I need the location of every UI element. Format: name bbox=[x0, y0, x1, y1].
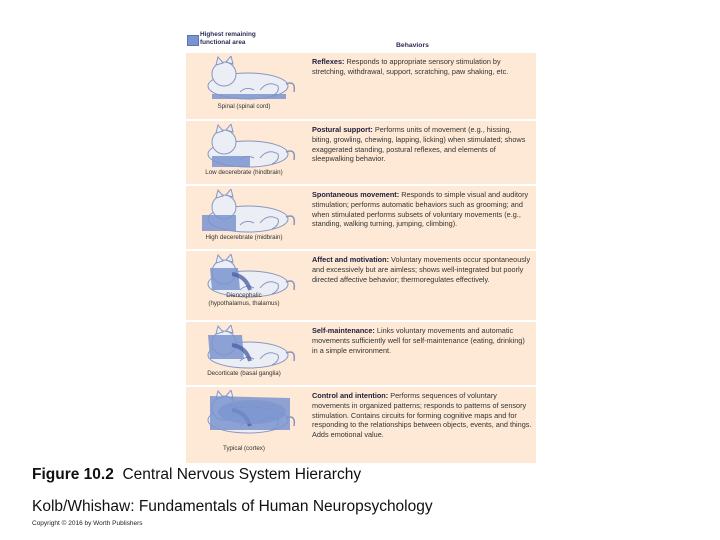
behavior-title: Spontaneous movement: bbox=[312, 190, 400, 199]
cat-illustration: Typical (cortex) bbox=[186, 387, 303, 463]
row-divider bbox=[186, 249, 536, 251]
highlighted-area bbox=[208, 335, 244, 359]
row-divider bbox=[186, 385, 536, 387]
figure-title: Central Nervous System Hierarchy bbox=[122, 466, 362, 483]
behavior-description: Reflexes: Responds to appropriate sensor… bbox=[312, 57, 532, 77]
legend-label-line1: Highest remaining bbox=[200, 31, 256, 38]
behavior-text: Voluntary movements occur spontaneously … bbox=[312, 255, 531, 284]
hierarchy-row: Typical (cortex) Control and intention: P… bbox=[186, 387, 536, 463]
cat-illustration: Low decerebrate (hindbrain) bbox=[186, 121, 303, 184]
behavior-title: Control and intention: bbox=[312, 391, 389, 400]
level-label: Spinal (spinal cord) bbox=[217, 103, 271, 110]
hierarchy-row: High decerebrate (midbrain) Spontaneous m… bbox=[186, 186, 536, 249]
hierarchy-panel: Spinal (spinal cord) Reflexes: Responds t… bbox=[186, 53, 536, 463]
behavior-description: Self-maintenance: Links voluntary moveme… bbox=[312, 326, 532, 355]
hierarchy-row: Decorticate (basal ganglia) Self-maintena… bbox=[186, 322, 536, 385]
behavior-title: Affect and motivation: bbox=[312, 255, 390, 264]
level-label: Decorticate (basal ganglia) bbox=[207, 370, 281, 377]
cat-illustration: Diencephalic (hypothalamus, thalamus) bbox=[186, 251, 303, 320]
cat-drawing bbox=[207, 390, 296, 434]
cat-drawing bbox=[202, 189, 296, 233]
level-label: Typical (cortex) bbox=[223, 445, 265, 452]
figure: Highest remaining functional area Behavi… bbox=[186, 30, 536, 463]
behavior-description: Control and intention: Performs sequence… bbox=[312, 391, 532, 440]
behavior-title: Reflexes: bbox=[312, 57, 345, 66]
hierarchy-row: Diencephalic (hypothalamus, thalamus) Aff… bbox=[186, 251, 536, 320]
legend-swatch bbox=[187, 35, 199, 46]
cat-drawing bbox=[207, 254, 296, 298]
behavior-description: Affect and motivation: Voluntary movemen… bbox=[312, 255, 532, 284]
level-label: Low decerebrate (hindbrain) bbox=[205, 169, 283, 176]
cat-illustration: Spinal (spinal cord) bbox=[186, 53, 303, 119]
behavior-title: Postural support: bbox=[312, 125, 373, 134]
row-divider bbox=[186, 119, 536, 121]
cat-illustration: Decorticate (basal ganglia) bbox=[186, 322, 303, 385]
behavior-text: Responds to appropriate sensory stimulat… bbox=[312, 57, 509, 76]
cat-illustration: High decerebrate (midbrain) bbox=[186, 186, 303, 249]
legend-label: Highest remaining functional area bbox=[200, 31, 290, 47]
behavior-description: Spontaneous movement: Responds to simple… bbox=[312, 190, 532, 229]
highlighted-area bbox=[212, 156, 250, 167]
level-label: High decerebrate (midbrain) bbox=[205, 234, 283, 241]
cat-drawing bbox=[207, 124, 296, 168]
row-divider bbox=[186, 184, 536, 186]
source-line: Kolb/Whishaw: Fundamentals of Human Neur… bbox=[32, 498, 433, 515]
legend-label-line2: functional area bbox=[200, 39, 246, 46]
behavior-text: Responds to simple visual and auditory s… bbox=[312, 190, 529, 229]
figure-number: Figure 10.2 bbox=[32, 466, 114, 483]
copyright: Copyright © 2016 by Worth Publishers bbox=[32, 520, 143, 527]
highlighted-area bbox=[212, 94, 286, 99]
level-label: Diencephalic (hypothalamus, thalamus) bbox=[208, 292, 280, 307]
cat-drawing bbox=[207, 325, 296, 369]
behavior-text: Performs sequences of voluntary movement… bbox=[312, 391, 532, 440]
behavior-text: Performs units of movement (e.g., hissin… bbox=[312, 125, 526, 164]
highlighted-area bbox=[210, 268, 240, 290]
cat-drawing bbox=[207, 56, 296, 100]
highlighted-area bbox=[202, 215, 236, 231]
behaviors-header: Behaviors bbox=[396, 42, 429, 49]
figure-caption: Figure 10.2 Central Nervous System Hiera… bbox=[32, 466, 361, 484]
behavior-title: Self-maintenance: bbox=[312, 326, 375, 335]
row-divider bbox=[186, 320, 536, 322]
behavior-text: Links voluntary movements and automatic … bbox=[312, 326, 525, 355]
hierarchy-row: Low decerebrate (hindbrain) Postural supp… bbox=[186, 121, 536, 184]
behavior-description: Postural support: Performs units of move… bbox=[312, 125, 532, 164]
hierarchy-row: Spinal (spinal cord) Reflexes: Responds t… bbox=[186, 53, 536, 119]
